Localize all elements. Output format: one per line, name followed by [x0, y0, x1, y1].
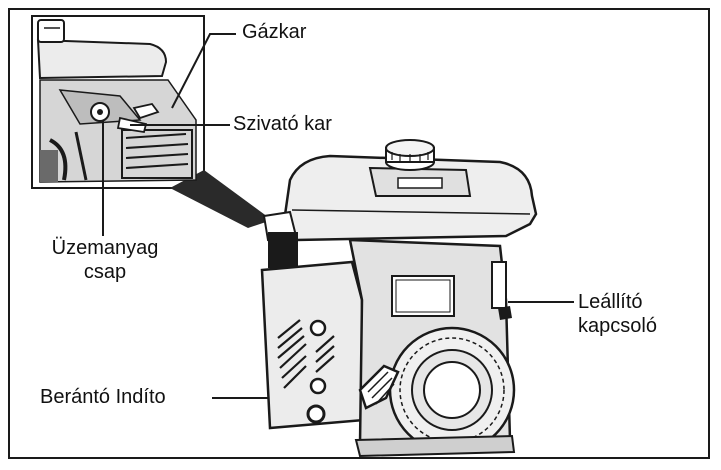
label-recoil-starter: Berántó Indíto [40, 385, 166, 409]
label-stop-switch-line1: Leállító [578, 290, 657, 314]
label-stop-switch-line2: kapcsoló [578, 314, 657, 338]
label-choke: Szivató kar [233, 112, 332, 136]
label-stop-switch: Leállító kapcsoló [578, 290, 657, 338]
label-throttle: Gázkar [242, 20, 306, 44]
label-fuel-valve-line2: csap [30, 260, 180, 284]
label-fuel-valve: Üzemanyag csap [30, 236, 180, 284]
label-fuel-valve-line1: Üzemanyag [30, 236, 180, 260]
engine-main [262, 140, 536, 456]
